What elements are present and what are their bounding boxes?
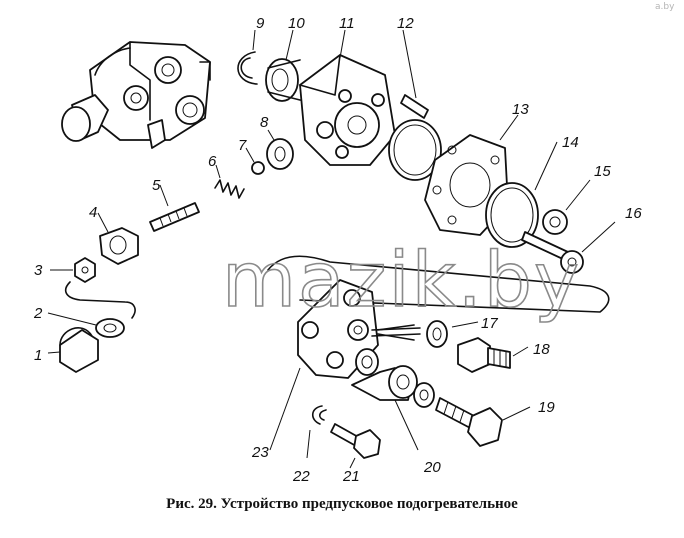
part-6-spring	[214, 164, 245, 199]
part-22-circlip	[306, 405, 327, 459]
part-15-gear	[542, 179, 591, 235]
callout-label-10: 10	[288, 15, 305, 32]
callout-label-4: 4	[89, 204, 97, 221]
callout-label-20: 20	[423, 459, 441, 476]
part-8-washer	[266, 129, 294, 170]
callout-label-11: 11	[339, 15, 355, 32]
callout-label-18: 18	[533, 341, 550, 358]
callout-label-13: 13	[512, 101, 529, 118]
part-19-bolt	[435, 397, 531, 447]
part-11-pump-body	[299, 29, 396, 166]
callout-label-7: 7	[238, 137, 247, 154]
callout-label-12: 12	[397, 15, 414, 32]
watermark: mazik.by	[222, 235, 581, 324]
callout-label-8: 8	[260, 114, 269, 131]
part-17-washer	[426, 320, 479, 348]
callout-label-6: 6	[208, 153, 217, 170]
part-5-plunger	[149, 184, 200, 232]
callout-label-3: 3	[34, 262, 43, 279]
corner-mark: a.by	[655, 2, 675, 12]
o-ring	[388, 119, 442, 181]
callout-label-15: 15	[594, 163, 611, 180]
part-21-bolt	[330, 423, 381, 469]
part-4-fitting	[97, 212, 139, 265]
callout-label-9: 9	[256, 15, 265, 32]
callout-label-14: 14	[562, 134, 579, 151]
fuel-feed-tube	[64, 255, 610, 319]
part-12-pin	[400, 29, 429, 119]
part-16-gear-shaft	[521, 221, 616, 274]
part-14-ring-seal	[485, 141, 558, 248]
part-10-bearing	[265, 29, 301, 102]
callout-label-5: 5	[152, 177, 161, 194]
part-18-union-fitting	[457, 337, 529, 373]
callout-label-1: 1	[34, 347, 42, 364]
part-2-washer	[47, 312, 125, 338]
part-3-nut	[50, 257, 96, 283]
callout-label-2: 2	[33, 305, 43, 322]
part-20-banjo-fitting	[351, 348, 435, 451]
callout-label-22: 22	[292, 468, 310, 485]
figure-caption: Рис. 29. Устройство предпусковое подогре…	[166, 496, 518, 512]
callout-label-21: 21	[342, 468, 360, 485]
part-7-ball	[245, 147, 265, 175]
part-9-retaining-ring	[237, 29, 258, 85]
callout-label-16: 16	[625, 205, 642, 222]
part-1-cap-nut	[47, 327, 99, 373]
callout-label-23: 23	[251, 444, 269, 461]
callout-label-17: 17	[481, 315, 498, 332]
callout-label-19: 19	[538, 399, 555, 416]
heater-housing-assembly	[61, 41, 211, 149]
